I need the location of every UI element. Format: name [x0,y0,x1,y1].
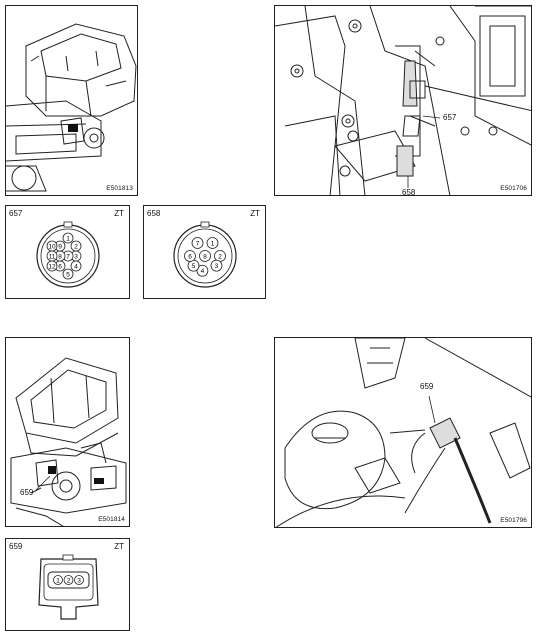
pin-658-1: 1 [206,237,219,249]
engine-harness-drawing [275,6,531,195]
pin-657-3-label: 3 [74,253,78,260]
pin-658-3: 3 [210,259,223,272]
pin-657-2-label: 2 [74,243,78,250]
pin-657-9-label: 9 [58,243,62,250]
pin-657-1: 1 [62,232,74,244]
pin-657-10: 10 [46,240,58,252]
pin-659-2-label: 2 [67,577,71,584]
connector-659-id: 659 [9,542,23,551]
connector-659-tag: ZT [114,542,124,551]
pin-658-5-label: 5 [192,263,196,270]
cab-lower-figure-code: E501814 [98,516,125,523]
connector-658-tag: ZT [250,209,260,218]
engine-harness-panel: 657 658 E501706 [274,5,532,196]
pin-659-3-label: 3 [77,577,81,584]
pin-657-4-label: 4 [74,263,78,270]
pin-659-3: 3 [74,575,84,585]
connector-657-id: 657 [9,209,23,218]
pin-658-4: 4 [196,264,209,277]
cab-lower-drawing [10,357,127,526]
engine-figure-code: E501706 [500,185,527,192]
cab-lower-panel: 659 E501814 [5,337,130,527]
pin-658-6: 6 [184,250,196,262]
pin-658-7-label: 7 [196,240,200,247]
pin-657-12-label: 12 [48,263,56,270]
callout-657: 657 [443,113,457,122]
cab-top-view-panel: E501813 [5,5,138,196]
pin-657-5: 5 [62,268,74,280]
connector-658-id: 658 [147,209,161,218]
pin-657-11-label: 11 [49,253,56,260]
sensor-figure-code: E501796 [500,517,527,524]
pin-657-2: 2 [70,240,82,252]
cab-top-drawing [6,23,137,192]
pin-657-11: 11 [46,250,58,262]
pin-657-1-label: 1 [66,235,70,242]
pin-658-6-label: 6 [188,253,192,260]
pin-659-2: 2 [63,575,74,585]
pin-657-10-label: 10 [48,243,56,250]
callout-658: 658 [402,188,416,196]
pin-657-4: 4 [70,260,82,272]
pin-657-6-label: 6 [58,263,62,270]
callout-659-photo: 659 [420,382,434,391]
pin-658-8: 8 [199,250,211,262]
pin-658-3-label: 3 [215,263,219,270]
pin-657-12: 12 [46,260,58,272]
sensor-photo-panel: 659 E501796 [274,337,532,528]
pin-658-8-label: 8 [203,253,207,260]
pin-657-7-label: 7 [66,253,70,260]
pin-659-1-label: 1 [56,577,60,584]
callout-659-lower: 659 [20,488,34,497]
connector-657-tag: ZT [114,209,124,218]
pin-657-8-label: 8 [58,253,62,260]
sensor-photo-drawing [275,338,531,527]
cab-top-figure-code: E501813 [106,185,133,192]
pin-658-1-label: 1 [211,240,215,247]
pin-658-2-label: 2 [218,253,222,260]
pin-658-4-label: 4 [201,268,205,275]
pin-658-7: 7 [191,237,204,249]
pin-659-1: 1 [53,575,63,585]
pin-657-5-label: 5 [66,271,70,278]
